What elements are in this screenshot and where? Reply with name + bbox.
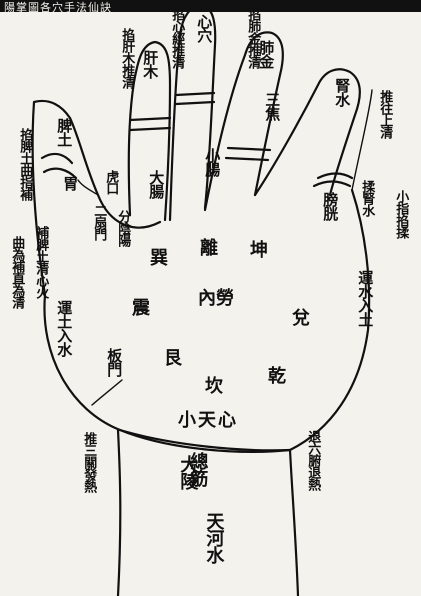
ring-crease-2 (224, 156, 270, 162)
middle-crease-1 (174, 91, 216, 97)
middle-crease-2 (174, 100, 216, 106)
little-label-kidney: 腎水 (333, 78, 352, 106)
point-zhen: 震 (132, 298, 150, 319)
side-label-xiaozhi: 小指掐揉 (393, 190, 409, 238)
ring-label-lung: 肺金 (257, 40, 276, 68)
wrist-line (118, 428, 292, 452)
side-label-pitu: 掐脾土曲指補 (17, 128, 33, 200)
point-zongjin: 總筋 (187, 452, 209, 486)
side-label-xinjing: 掐心經推清 (169, 8, 185, 68)
point-kun: 坤 (250, 240, 268, 261)
side-label-fenyinyang: 分陰陽 (115, 210, 131, 246)
point-xun: 巽 (150, 248, 168, 269)
side-label-feijin: 掐肺金推清 (245, 8, 261, 68)
index-crease-1 (128, 116, 172, 122)
thumb-crease-1 (40, 152, 74, 165)
point-daling: 大陵 (177, 455, 199, 489)
point-qian: 乾 (268, 366, 286, 387)
point-xiaotianxin: 小天心 (178, 410, 238, 431)
ring-crease-1 (226, 146, 272, 152)
little-crease-2 (312, 180, 352, 188)
forearm-right-edge (288, 448, 300, 596)
point-yunshuirutu: 運水入土 (356, 270, 375, 326)
ring-finger-outline (203, 31, 284, 212)
side-label-hukou: 虎口 (103, 170, 119, 194)
point-banmen: 板門 (105, 348, 124, 376)
thumb-outline (31, 99, 162, 297)
point-tianheshui: 天河水 (203, 512, 225, 563)
little-finger-outline (253, 68, 361, 197)
side-label-liufu: 退六腑退熱 (305, 430, 321, 490)
middle-label-heart: 心穴 (195, 14, 214, 42)
point-dui: 兌 (292, 308, 310, 329)
pointer-line-1 (351, 89, 373, 191)
index-finger-outline (127, 40, 172, 222)
banner-text: 陽掌圖各穴手法仙訣 (4, 1, 112, 12)
ring-label-triple-burner: 三焦 (263, 92, 282, 120)
pointer-line-2 (77, 179, 99, 196)
side-label-pitu-xinhuo: 補脾土清心火 (33, 226, 49, 298)
point-kan: 坎 (205, 376, 223, 397)
thumb-label-spleen: 脾土 (55, 118, 74, 146)
point-yunturushui: 運土入水 (55, 300, 74, 356)
index-label-large-intestine: 大腸 (147, 170, 166, 198)
pointer-line-3 (91, 379, 123, 406)
side-label-sanguan: 推三關發熱 (81, 432, 97, 492)
little-crease-1 (316, 172, 354, 180)
middle-label-small-intestine: 小腸 (203, 148, 222, 176)
index-crease-2 (128, 126, 172, 132)
side-label-wangshang: 推往上清 (377, 90, 393, 138)
point-gen: 艮 (164, 348, 182, 369)
forearm-left-edge (116, 428, 122, 596)
index-label-liver: 肝木 (141, 50, 160, 78)
point-neilao: 內勞 (198, 288, 234, 309)
middle-finger-outline (168, 3, 217, 222)
title-banner: 陽掌圖各穴手法仙訣 (0, 0, 421, 12)
side-label-ershanmen: 二扇門 (91, 204, 107, 240)
side-label-ganmu: 掐肝木推清 (119, 28, 135, 88)
side-label-shenshui: 揉腎水 (359, 180, 375, 216)
point-li: 離 (200, 238, 218, 259)
little-label-bladder: 膀胱 (321, 192, 340, 220)
thumb-crease-2 (42, 167, 78, 180)
side-label-qubu: 曲為補直為清 (9, 236, 25, 308)
thumb-label-stomach: 胃 (61, 176, 80, 190)
